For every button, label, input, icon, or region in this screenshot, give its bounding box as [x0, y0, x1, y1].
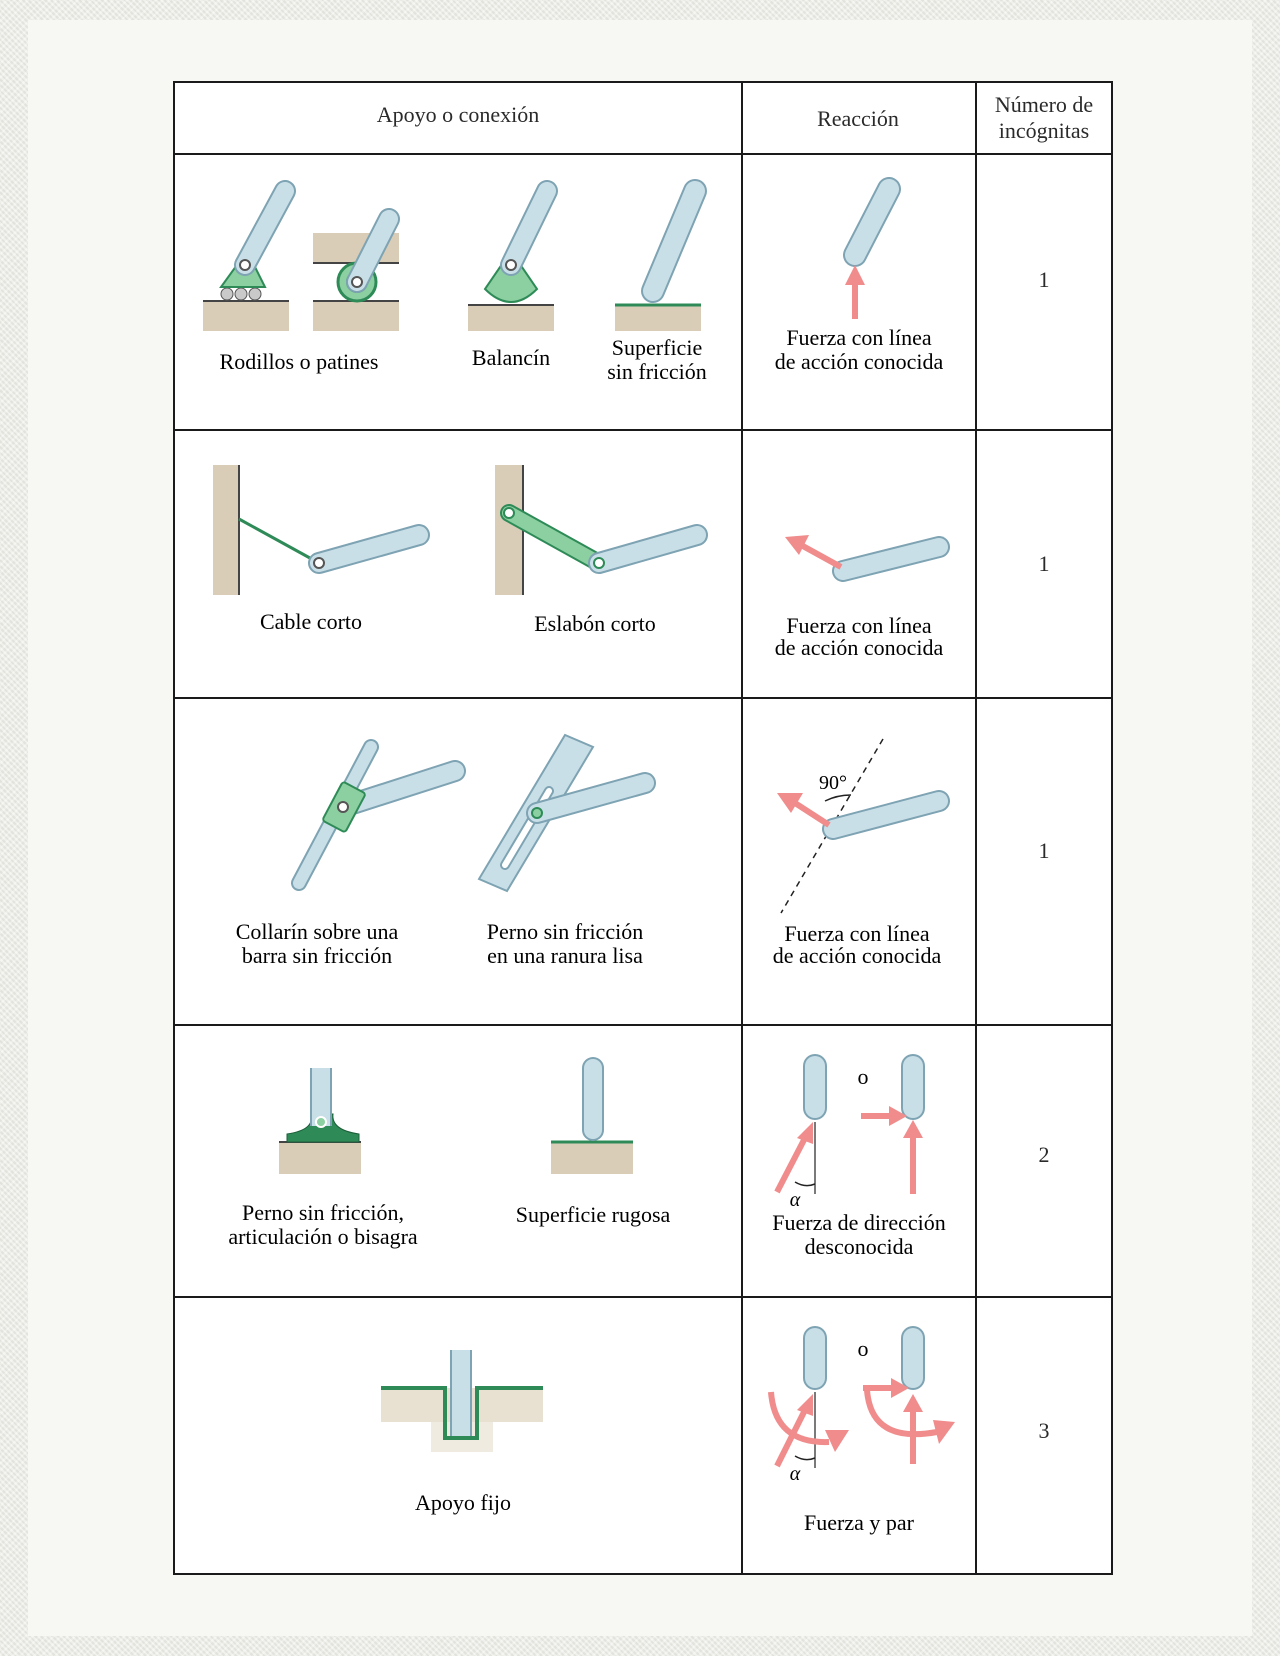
reaction-label-line1: Fuerza con línea — [784, 921, 930, 946]
couple-arrowhead — [825, 1430, 849, 1452]
row3-reaction-illustration: 90° Fuerza con línea de acción conocida — [773, 738, 950, 968]
reaction-arrow — [785, 535, 809, 555]
unknowns-count-row4: 2 — [1038, 1142, 1050, 1167]
label-frictionless-line1: Superficie — [612, 335, 702, 360]
label-pin-hinge-line1: Perno sin fricción, — [242, 1200, 404, 1225]
label-rollers: Rodillos o patines — [220, 349, 379, 374]
reaction-label-line1: Fuerza de dirección — [772, 1210, 945, 1235]
reaction-arrow-vertical — [903, 1120, 923, 1138]
row-divider — [175, 697, 1111, 699]
row4-reaction-illustration: α o Fuerza de dirección desconocida — [772, 1054, 946, 1259]
unknowns-count-row3: 1 — [1038, 838, 1050, 863]
reaction-label-line1: Fuerza con línea — [786, 325, 932, 350]
fixed-support — [381, 1350, 543, 1452]
row4-support-illustrations: Perno sin fricción, articulación o bisag… — [228, 1057, 671, 1249]
row5-reaction-illustration: α o Fuerza y par — [768, 1326, 955, 1535]
reaction-label-line2: de acción conocida — [775, 349, 944, 374]
or-label: o — [858, 1064, 869, 1089]
short-cable-support — [213, 465, 430, 595]
row-divider — [175, 429, 1111, 431]
header-unknowns-line2: incógnitas — [998, 118, 1090, 143]
label-short-cable: Cable corto — [260, 609, 362, 634]
couple-moment-arc — [864, 1389, 938, 1438]
header-support: Apoyo o conexión — [376, 102, 540, 127]
frictionless-surface-support — [615, 179, 707, 331]
label-frictionless-line2: sin fricción — [607, 359, 707, 384]
label-slot-pin-line1: Perno sin fricción — [487, 919, 643, 944]
collar-support — [291, 739, 466, 891]
alpha-label: α — [790, 1463, 801, 1485]
row1-reaction-illustration: Fuerza con línea de acción conocida — [775, 177, 944, 374]
column-divider — [975, 83, 977, 1573]
reaction-label: Fuerza y par — [804, 1510, 915, 1535]
label-pin-hinge-line2: articulación o bisagra — [228, 1224, 418, 1249]
reaction-arrow — [845, 265, 865, 285]
rollers-support — [203, 180, 296, 331]
row2-reaction-illustration: Fuerza con línea de acción conocida — [775, 535, 950, 660]
header-unknowns-line1: Número de — [994, 92, 1094, 117]
reaction-label-line2: de acción conocida — [773, 943, 942, 968]
couple-arrowhead — [933, 1420, 955, 1444]
label-rough-surface: Superficie rugosa — [516, 1202, 671, 1227]
row-divider — [175, 1296, 1111, 1298]
row5-support-illustrations: Apoyo fijo — [381, 1350, 543, 1515]
reaction-label-line2: de acción conocida — [775, 635, 944, 660]
reaction-arrow-vertical — [903, 1394, 923, 1412]
label-rocker: Balancín — [472, 345, 550, 370]
angle-label: 90° — [819, 772, 847, 794]
header-reaction: Reacción — [817, 106, 899, 131]
label-collar-line1: Collarín sobre una — [236, 919, 399, 944]
reaction-label-line1: Fuerza con línea — [786, 613, 932, 638]
unknowns-count-row5: 3 — [1038, 1418, 1050, 1443]
label-slot-pin-line2: en una ranura lisa — [487, 943, 643, 968]
slot-pin-support — [477, 733, 656, 893]
pin-hinge-support — [279, 1068, 361, 1174]
header-divider — [175, 153, 1111, 155]
couple-moment-arc — [768, 1391, 830, 1446]
wheel-support — [313, 208, 400, 331]
rough-surface-support — [551, 1057, 633, 1174]
row-divider — [175, 1024, 1111, 1026]
reaction-arrow-horizontal — [889, 1106, 907, 1126]
or-label: o — [858, 1336, 869, 1361]
row2-support-illustrations: Cable corto Eslabón corto — [213, 465, 708, 636]
reaction-label-line2: desconocida — [805, 1234, 914, 1259]
reaction-arrow — [777, 793, 803, 813]
column-divider — [741, 83, 743, 1573]
rocker-support — [468, 180, 558, 331]
supports-table: Apoyo o conexión Reacción Número de incó… — [173, 81, 1113, 1575]
reaction-arrow — [797, 1122, 813, 1144]
unknowns-count-row1: 1 — [1038, 267, 1050, 292]
label-fixed-support: Apoyo fijo — [415, 1490, 511, 1515]
reaction-arrow — [797, 1394, 813, 1416]
row3-support-illustrations: Collarín sobre una barra sin fricción Pe… — [236, 733, 656, 968]
unknowns-count-row2: 1 — [1038, 551, 1050, 576]
short-link-support — [495, 465, 708, 595]
label-collar-line2: barra sin fricción — [242, 943, 392, 968]
row1-support-illustrations: Rodillos o patines Balancín Superficie s… — [203, 179, 707, 384]
alpha-label: α — [790, 1189, 801, 1211]
label-short-link: Eslabón corto — [534, 611, 656, 636]
reaction-arrow-horizontal — [891, 1378, 909, 1398]
